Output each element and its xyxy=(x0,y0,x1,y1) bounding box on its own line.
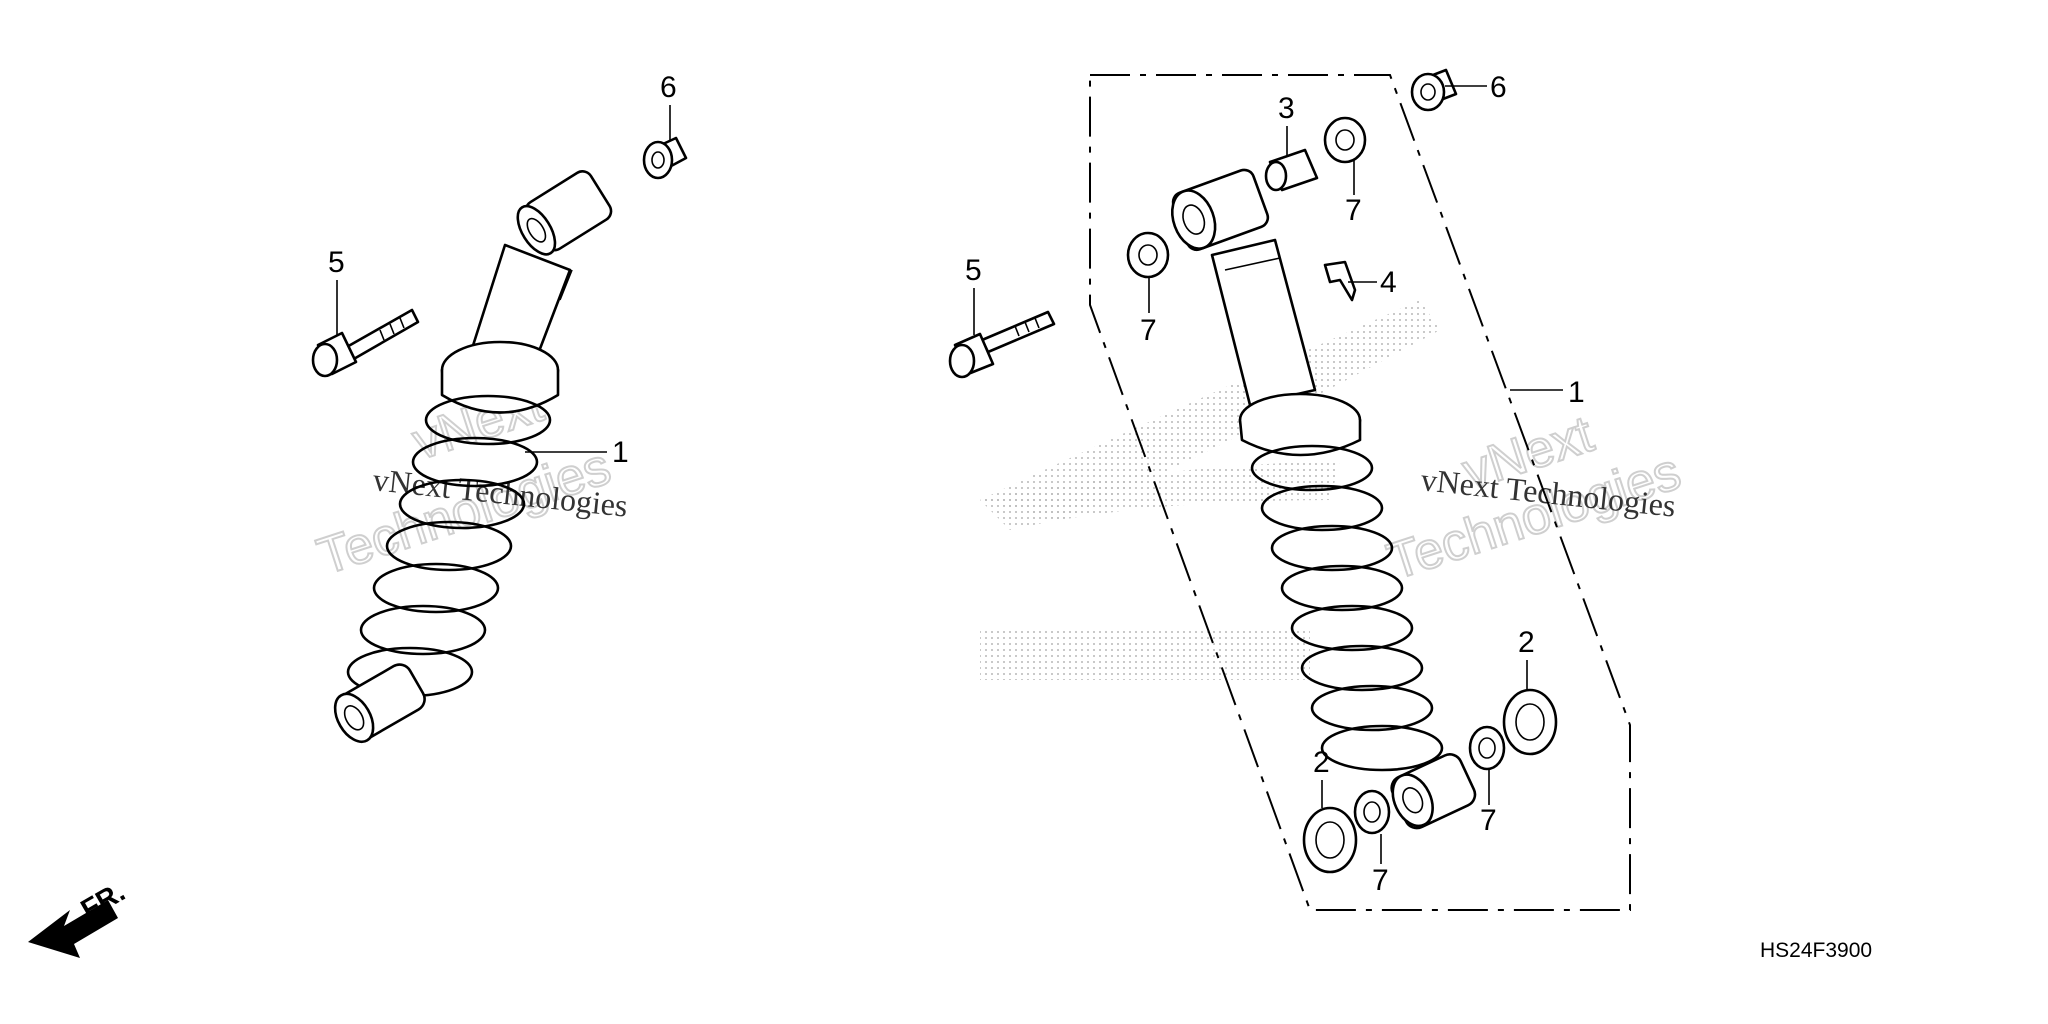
flange-bolt-left xyxy=(311,308,420,378)
callout-left-6: 6 xyxy=(660,71,677,104)
callout-right-4: 4 xyxy=(1380,266,1397,299)
bushing-7-top-left xyxy=(1126,231,1170,279)
callout-right-7-left: 7 xyxy=(1140,314,1157,347)
brand-background-screen xyxy=(980,300,1440,680)
callout-right-7-bottom-right: 7 xyxy=(1480,804,1497,837)
shock-absorber-left xyxy=(333,170,613,744)
callout-right-2-left: 2 xyxy=(1313,746,1330,779)
flange-bolt-right xyxy=(948,310,1056,379)
callout-left-1: 1 xyxy=(612,436,629,469)
clip xyxy=(1323,260,1357,302)
callout-right-6: 6 xyxy=(1490,71,1507,104)
watermark-right: vNext Technologies vNext Technologies xyxy=(1380,404,1689,592)
callout-left-5: 5 xyxy=(328,246,345,279)
callout-right-3: 3 xyxy=(1278,92,1295,125)
callout-right-7-bottom-left: 7 xyxy=(1372,864,1389,897)
dust-seal-right xyxy=(1502,688,1558,756)
callout-right-7-top: 7 xyxy=(1345,194,1362,227)
coil-spring-right xyxy=(1250,444,1444,772)
coil-spring-left xyxy=(346,394,552,698)
assembly-outline xyxy=(1089,74,1631,911)
callout-right-5: 5 xyxy=(965,254,982,287)
flange-nut-left xyxy=(642,136,688,180)
diagram-code: HS24F3900 xyxy=(1760,939,1872,962)
dust-seal-left xyxy=(1302,806,1358,874)
shock-absorber-right xyxy=(1170,168,1477,830)
callout-right-2-right: 2 xyxy=(1518,626,1535,659)
callout-right-1: 1 xyxy=(1568,376,1585,409)
bushing-7-bottom-left xyxy=(1353,789,1391,835)
front-direction-arrow: FR. xyxy=(28,876,130,958)
bushing-7-bottom-right xyxy=(1468,725,1506,771)
flange-nut-right xyxy=(1410,68,1458,112)
bushing-7-top-right xyxy=(1323,116,1367,164)
collar xyxy=(1264,148,1319,192)
